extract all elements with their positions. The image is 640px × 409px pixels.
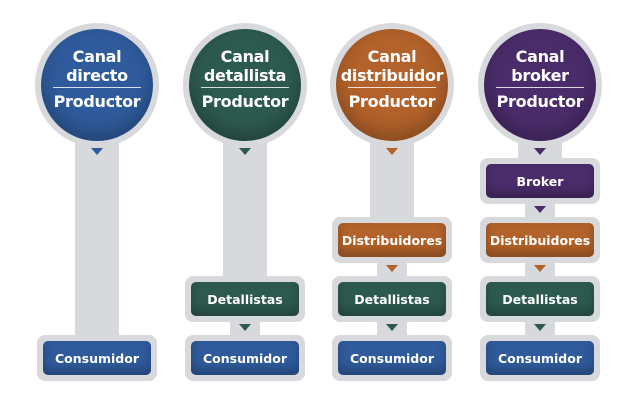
channel-stem: [75, 120, 119, 337]
channel-step-label: Broker: [486, 164, 594, 198]
channel-step-label: Distribuidores: [338, 223, 446, 257]
down-arrow-icon: [534, 324, 546, 331]
down-arrow-icon: [534, 265, 546, 272]
down-arrow-icon: [386, 324, 398, 331]
down-arrow-icon: [534, 206, 546, 213]
channel-step-label: Consumidor: [191, 341, 299, 375]
channel-step-box: Detallistas: [185, 276, 305, 322]
title-divider: [348, 87, 436, 88]
channel-step-label: Consumidor: [43, 341, 151, 375]
channel-step-label: Consumidor: [486, 341, 594, 375]
producer-label: Productor: [201, 92, 289, 111]
producer-label: Productor: [348, 92, 436, 111]
channel-title-line: broker: [511, 66, 569, 85]
channel-step-box: Consumidor: [185, 335, 305, 381]
channel-title-line: Canal: [515, 47, 565, 66]
channel-step-label: Detallistas: [191, 282, 299, 316]
channel-title-line: Canal: [72, 47, 122, 66]
down-arrow-icon: [91, 148, 103, 155]
channel-step-box: Consumidor: [332, 335, 452, 381]
down-arrow-icon: [239, 148, 251, 155]
channel-step-label: Detallistas: [338, 282, 446, 316]
channel-step-box: Consumidor: [480, 335, 600, 381]
channel-step-label: Consumidor: [338, 341, 446, 375]
channel-title-line: distribuidor: [340, 66, 444, 85]
channel-step-box: Distribuidores: [332, 217, 452, 263]
channel-title-line: Canal: [367, 47, 417, 66]
channel-step-box: Detallistas: [480, 276, 600, 322]
channel-step-label: Detallistas: [486, 282, 594, 316]
title-divider: [53, 87, 141, 88]
channel-step-box: Consumidor: [37, 335, 157, 381]
producer-label: Productor: [496, 92, 584, 111]
channel-step-label: Distribuidores: [486, 223, 594, 257]
title-divider: [496, 87, 584, 88]
down-arrow-icon: [386, 148, 398, 155]
title-divider: [201, 87, 289, 88]
channel-step-box: Distribuidores: [480, 217, 600, 263]
down-arrow-icon: [239, 324, 251, 331]
channel-step-box: Broker: [480, 158, 600, 204]
channel-step-box: Detallistas: [332, 276, 452, 322]
down-arrow-icon: [534, 148, 546, 155]
channel-title-line: Canal: [220, 47, 270, 66]
producer-label: Productor: [53, 92, 141, 111]
down-arrow-icon: [386, 265, 398, 272]
channel-title-line: directo: [66, 66, 128, 85]
channel-title-line: detallista: [203, 66, 287, 85]
